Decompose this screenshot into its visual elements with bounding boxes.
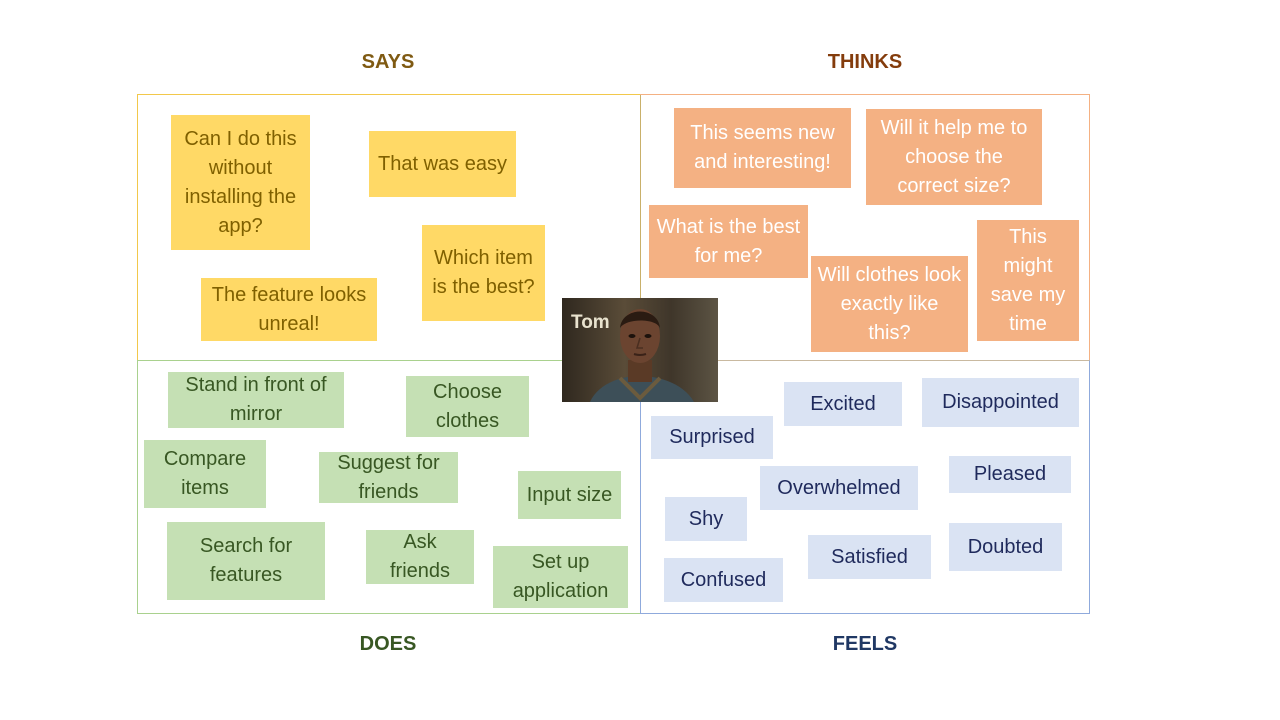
says-note[interactable]: Which item is the best? xyxy=(422,225,545,321)
says-note[interactable]: That was easy xyxy=(369,131,516,197)
does-note[interactable]: Stand in front of mirror xyxy=(168,372,344,428)
does-note[interactable]: Input size xyxy=(518,471,621,519)
thinks-note[interactable]: Will it help me to choose the correct si… xyxy=(866,109,1042,205)
feels-note[interactable]: Overwhelmed xyxy=(760,466,918,510)
feels-heading: FEELS xyxy=(832,633,898,655)
feels-note[interactable]: Shy xyxy=(665,497,747,541)
does-note[interactable]: Choose clothes xyxy=(406,376,529,437)
does-note[interactable]: Compare items xyxy=(144,440,266,508)
says-note[interactable]: The feature looks unreal! xyxy=(201,278,377,341)
says-quadrant xyxy=(137,94,641,361)
feels-note[interactable]: Pleased xyxy=(949,456,1071,493)
does-quadrant xyxy=(137,360,641,614)
persona-name: Tom xyxy=(571,312,610,333)
feels-note[interactable]: Confused xyxy=(664,558,783,602)
says-note[interactable]: Can I do this without installing the app… xyxy=(171,115,310,250)
does-note[interactable]: Ask friends xyxy=(366,530,474,584)
persona-portrait-icon xyxy=(590,309,694,402)
thinks-note[interactable]: Will clothes look exactly like this? xyxy=(811,256,968,352)
thinks-note[interactable]: What is the best for me? xyxy=(649,205,808,278)
feels-quadrant xyxy=(640,360,1090,614)
thinks-note[interactable]: This might save my time xyxy=(977,220,1079,341)
persona-photo: Tom xyxy=(562,298,718,402)
feels-note[interactable]: Disappointed xyxy=(922,378,1079,427)
feels-note[interactable]: Satisfied xyxy=(808,535,931,579)
says-heading: SAYS xyxy=(361,51,415,73)
does-note[interactable]: Suggest for friends xyxy=(319,452,458,503)
does-note[interactable]: Search for features xyxy=(167,522,325,600)
feels-note[interactable]: Surprised xyxy=(651,416,773,459)
feels-note[interactable]: Doubted xyxy=(949,523,1062,571)
feels-note[interactable]: Excited xyxy=(784,382,902,426)
does-note[interactable]: Set up application xyxy=(493,546,628,608)
does-heading: DOES xyxy=(359,633,417,655)
thinks-note[interactable]: This seems new and interesting! xyxy=(674,108,851,188)
thinks-heading: THINKS xyxy=(827,51,903,73)
thinks-quadrant xyxy=(640,94,1090,361)
